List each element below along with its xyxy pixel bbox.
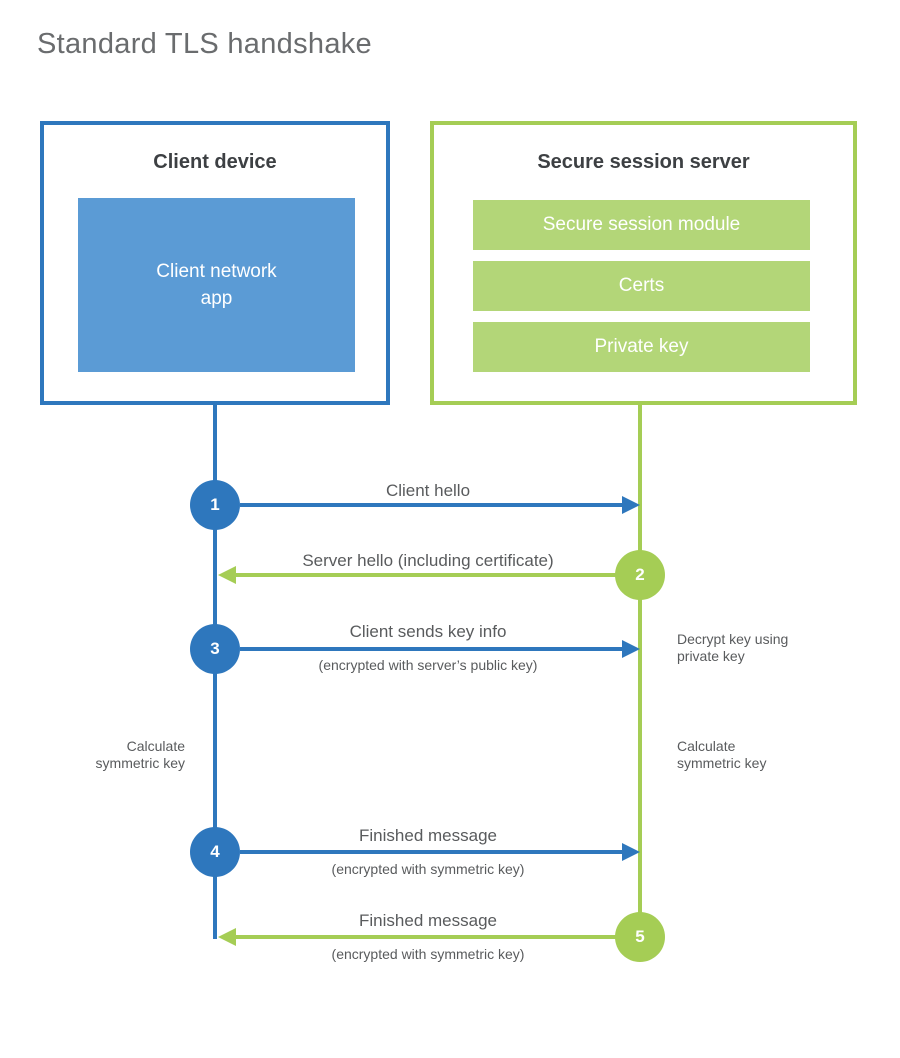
step-5-label: Finished message bbox=[359, 911, 497, 930]
server-private-key-bar: Private key bbox=[473, 322, 810, 372]
step-5-sublabel: (encrypted with symmetric key) bbox=[331, 946, 525, 962]
step-5-arrowhead bbox=[218, 928, 236, 946]
client-device-panel: Client device Client network app bbox=[40, 121, 390, 405]
note-decrypt-key: Decrypt key using private key bbox=[677, 631, 789, 664]
server-panel: Secure session server Secure session mod… bbox=[430, 121, 857, 405]
page-title: Standard TLS handshake bbox=[37, 28, 372, 60]
step-1-arrow-shaft bbox=[240, 503, 624, 507]
step-3-label: Client sends key info bbox=[349, 622, 507, 641]
step-4-arrow-shaft bbox=[240, 850, 624, 854]
step-5-circle: 5 bbox=[615, 912, 665, 962]
note-calculate-symmetric-key-client: Calculate symmetric key bbox=[95, 738, 185, 771]
client-device-heading: Client device bbox=[153, 151, 277, 173]
step-3-sublabel: (encrypted with server’s public key) bbox=[318, 657, 538, 673]
step-4-arrowhead bbox=[622, 843, 640, 861]
client-network-app-label: Client network app bbox=[156, 261, 277, 309]
step-1-number: 1 bbox=[210, 495, 220, 514]
step-2-arrow-shaft bbox=[234, 573, 618, 577]
step-4-circle: 4 bbox=[190, 827, 240, 877]
server-lifeline bbox=[638, 405, 642, 938]
step-5-number: 5 bbox=[635, 927, 645, 946]
step-3-circle: 3 bbox=[190, 624, 240, 674]
server-module-label: Secure session module bbox=[542, 214, 741, 235]
step-2-number: 2 bbox=[635, 565, 645, 584]
server-private-key-label: Private key bbox=[594, 336, 689, 357]
server-certs-bar: Certs bbox=[473, 261, 810, 311]
server-heading: Secure session server bbox=[537, 151, 750, 173]
step-1-arrowhead bbox=[622, 496, 640, 514]
step-3-arrowhead bbox=[622, 640, 640, 658]
step-5-arrow-shaft bbox=[234, 935, 618, 939]
step-1-circle: 1 bbox=[190, 480, 240, 530]
step-3-arrow-shaft bbox=[240, 647, 624, 651]
step-3-number: 3 bbox=[210, 639, 220, 658]
step-4-number: 4 bbox=[210, 842, 220, 861]
step-4-sublabel: (encrypted with symmetric key) bbox=[331, 861, 525, 877]
server-module-bar: Secure session module bbox=[473, 200, 810, 250]
step-1-label: Client hello bbox=[385, 481, 471, 500]
server-certs-label: Certs bbox=[618, 275, 665, 296]
step-2-label: Server hello (including certificate) bbox=[302, 551, 554, 570]
step-2-arrowhead bbox=[218, 566, 236, 584]
note-calculate-symmetric-key-server: Calculate symmetric key bbox=[677, 738, 767, 771]
step-4-label: Finished message bbox=[359, 826, 497, 845]
client-network-app-box: Client network app bbox=[78, 198, 355, 372]
step-2-circle: 2 bbox=[615, 550, 665, 600]
